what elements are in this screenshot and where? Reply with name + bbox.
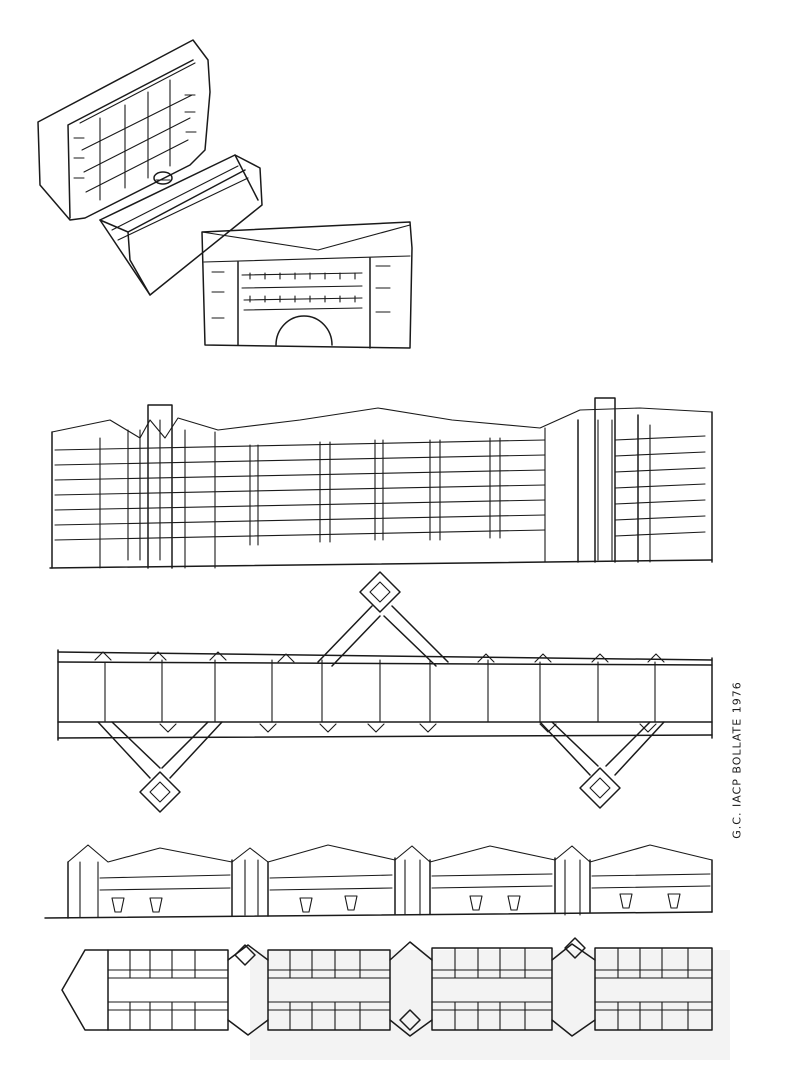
lower-plan-sketch (61, 937, 730, 1060)
main-elevation-sketch (49, 397, 713, 569)
signature-label: G.C. IACP BOLLATE 1976 (730, 681, 744, 839)
plan-sketch (57, 571, 713, 813)
small-elevation-sketch (201, 221, 413, 349)
lower-elevation-sketch (44, 844, 713, 919)
axonometric-sketch (37, 39, 263, 296)
